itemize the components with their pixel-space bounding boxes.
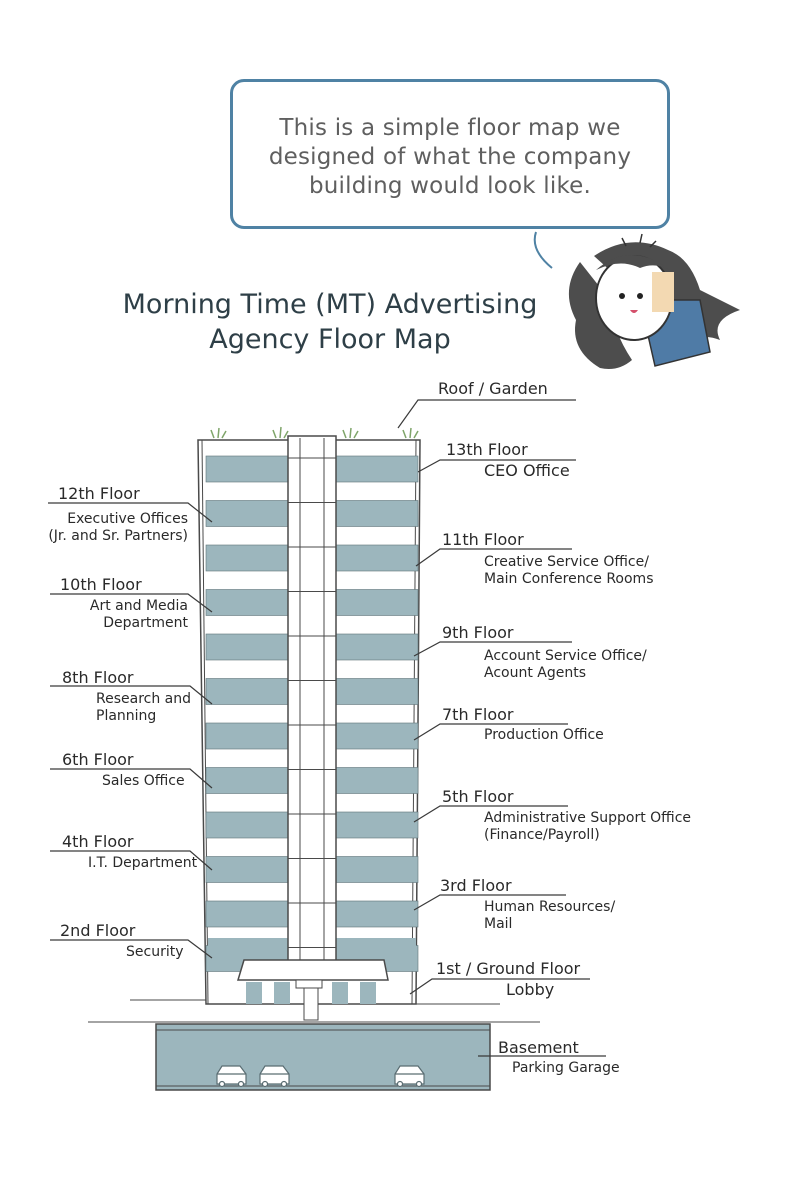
floor-7-desc: Production Office: [484, 727, 604, 743]
basement-desc: Parking Garage: [512, 1060, 620, 1076]
speech-line-1: This is a simple floor map we: [279, 115, 621, 141]
floor-9-desc-1: Account Service Office/: [484, 648, 647, 664]
window-band: [205, 900, 289, 928]
window-band: [335, 544, 419, 572]
floor-13-label: 13th Floor: [446, 440, 528, 459]
floor-10-desc: Art and Media Department: [90, 598, 188, 632]
car-icon: [216, 1065, 247, 1088]
window-band: [205, 455, 289, 483]
floor-2-label: 2nd Floor: [60, 921, 136, 940]
roof-plants-icon: [210, 426, 419, 439]
floor-11-desc-1: Creative Service Office/: [484, 554, 649, 570]
floor-12-desc: Executive Offices (Jr. and Sr. Partners): [48, 511, 188, 545]
floor-10-desc-2: Department: [103, 615, 188, 631]
speech-bubble: This is a simple floor map we designed o…: [230, 79, 670, 229]
window-band: [335, 900, 419, 928]
window-band: [335, 856, 419, 883]
floor-11-desc: Creative Service Office/ Main Conference…: [484, 554, 653, 588]
speech-line-2: designed of what the company: [268, 144, 632, 170]
speech-line-3: building would look like.: [308, 173, 592, 199]
speech-bubble-text: This is a simple floor map we designed o…: [233, 114, 667, 201]
floor-10-desc-1: Art and Media: [89, 598, 188, 614]
floor-3-desc-1: Human Resources/: [484, 899, 616, 915]
window-band: [336, 938, 416, 960]
speech-bubble-tail: [533, 231, 553, 269]
floor-3-desc-2: Mail: [484, 916, 513, 932]
floor-8-desc-1: Research and: [96, 691, 192, 707]
title-line-2: Agency Floor Map: [209, 324, 451, 355]
basement-block: [155, 1023, 491, 1091]
window-band: [205, 767, 289, 794]
window-bands: [205, 455, 419, 972]
floor-5-desc-2: (Finance/Payroll): [484, 827, 600, 843]
floor-3-desc: Human Resources/ Mail: [484, 899, 615, 933]
floor-5-desc: Administrative Support Office (Finance/P…: [484, 810, 691, 844]
shaft-lines: [288, 457, 336, 948]
floor-9-desc-2: Acount Agents: [484, 665, 587, 681]
floor-12-label: 12th Floor: [58, 484, 140, 503]
floor-8-desc-2: Planning: [96, 708, 157, 724]
floor-3-label: 3rd Floor: [440, 876, 512, 895]
window-band: [335, 811, 419, 839]
window-band: [335, 500, 419, 527]
floor-12-desc-1: Executive Offices: [67, 511, 188, 527]
floor-6-desc: Sales Office: [102, 773, 185, 789]
window-band: [335, 767, 419, 794]
title-line-1: Morning Time (MT) Advertising: [122, 289, 538, 320]
floor-4-label: 4th Floor: [62, 832, 134, 851]
window-band: [335, 633, 419, 661]
floor-11-desc-2: Main Conference Rooms: [484, 571, 654, 587]
window-band: [205, 544, 289, 572]
floor-1-desc: Lobby: [506, 980, 555, 999]
car-icon: [394, 1065, 425, 1088]
window-band: [205, 811, 289, 839]
window-band: [205, 589, 289, 616]
window-band: [205, 856, 289, 883]
floor-1-label: 1st / Ground Floor: [436, 959, 581, 978]
floor-10-label: 10th Floor: [60, 575, 142, 594]
window-band: [335, 455, 419, 483]
leader-lines: [48, 399, 606, 1057]
window-band: [208, 938, 288, 960]
lobby-canopy: [236, 959, 389, 981]
floor-5-label: 5th Floor: [442, 787, 514, 806]
floor-13-desc: CEO Office: [484, 461, 570, 480]
window-band: [205, 633, 289, 661]
floor-2-desc: Security: [126, 944, 184, 960]
floor-11-label: 11th Floor: [442, 530, 524, 549]
elevator-shaft: [287, 435, 337, 969]
floor-5-desc-1: Administrative Support Office: [484, 810, 692, 826]
floor-6-label: 6th Floor: [62, 750, 134, 769]
page-title: Morning Time (MT) Advertising Agency Flo…: [100, 287, 560, 357]
roof-label: Roof / Garden: [438, 379, 548, 398]
basement-label: Basement: [498, 1038, 579, 1057]
window-band: [205, 678, 289, 705]
character-icon: [568, 233, 740, 369]
floor-9-desc: Account Service Office/ Acount Agents: [484, 648, 647, 682]
floor-12-desc-2: (Jr. and Sr. Partners): [48, 528, 188, 544]
car-icon: [259, 1065, 290, 1088]
window-band: [335, 678, 419, 705]
floor-7-label: 7th Floor: [442, 705, 514, 724]
floor-8-label: 8th Floor: [62, 668, 134, 687]
window-band: [205, 722, 289, 750]
floor-4-desc: I.T. Department: [88, 855, 198, 871]
window-band: [335, 722, 419, 750]
floor-9-label: 9th Floor: [442, 623, 514, 642]
window-band: [205, 500, 289, 527]
window-band: [335, 589, 419, 616]
floor-8-desc: Research and Planning: [96, 691, 191, 725]
